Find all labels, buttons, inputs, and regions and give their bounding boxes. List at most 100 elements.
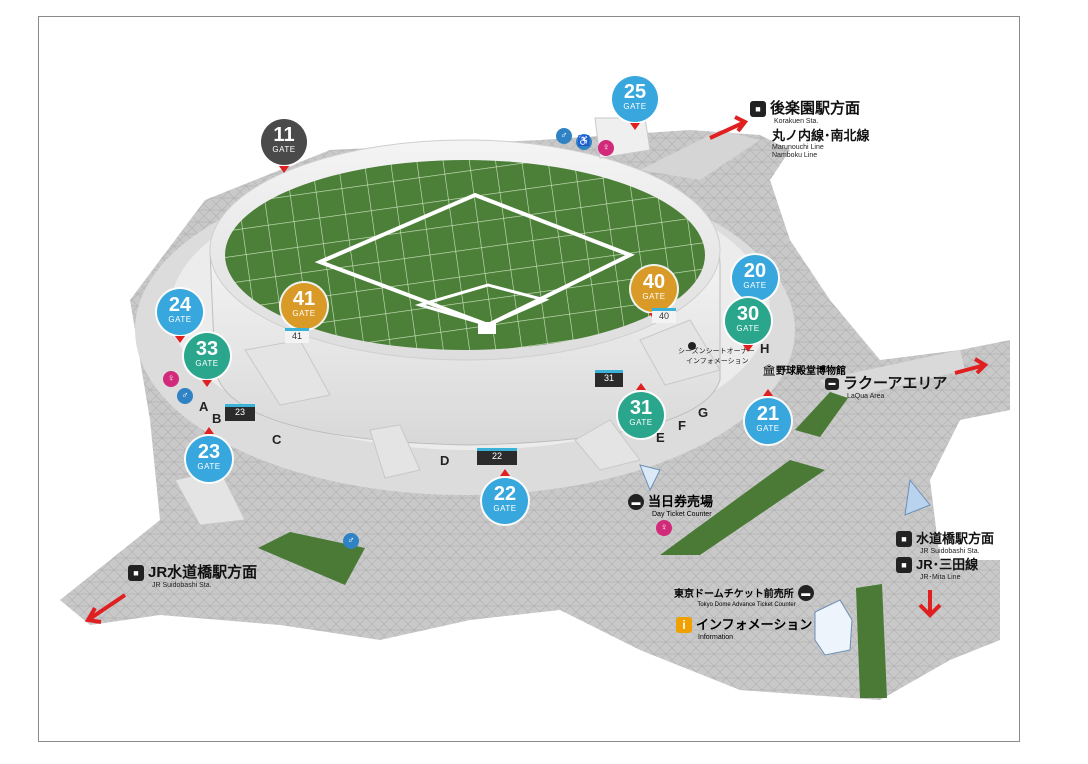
mens-restroom-icon: ♂ <box>177 388 193 404</box>
gate-number: 20 <box>743 260 767 282</box>
info-icon: i <box>676 616 692 633</box>
section-c: C <box>272 432 282 447</box>
gate-label: GATE <box>736 324 760 333</box>
station-marunouchi[interactable]: 丸ノ内線･南北線 Marunouchi Line Namboku Line <box>772 125 870 160</box>
mens-restroom-icon: ♂ <box>343 533 359 549</box>
gate-number: 23 <box>197 441 221 463</box>
station-laqua[interactable]: ▬ラクーアエリア LaQua Area <box>825 372 947 401</box>
crystal-west <box>639 464 661 492</box>
laqua-icon: ▬ <box>825 377 839 390</box>
station-suidobashi[interactable]: ■ 水道橋駅方面 JR Suidobashi Sta. <box>896 528 994 556</box>
station-korakuen[interactable]: ■後楽園駅方面 Korakuen Sta. <box>750 97 860 126</box>
arrow-korakuen <box>709 115 749 140</box>
gate-41[interactable]: 41 GATE <box>281 283 327 337</box>
day-ticket-sub: Day Ticket Counter <box>652 511 712 518</box>
lawn-southwest <box>258 532 365 585</box>
gate-number: 25 <box>623 81 647 103</box>
station-sub: Marunouchi Line <box>772 144 824 151</box>
train-icon: ■ <box>896 530 912 547</box>
gate-label: GATE <box>629 418 653 427</box>
gate-label: GATE <box>292 309 316 318</box>
hall-of-fame-label: 野球殿堂博物館 <box>775 366 846 377</box>
train-icon: ■ <box>896 556 912 573</box>
gate-25[interactable]: 25 GATE <box>612 76 658 130</box>
field-turf <box>225 160 705 350</box>
day-ticket-label: 当日券売場 <box>648 494 714 509</box>
stairs-west <box>244 339 331 406</box>
gate-23[interactable]: 23 GATE <box>186 427 232 482</box>
ticket-icon: ▬ <box>628 493 644 510</box>
museum-icon: 🏛 <box>762 365 776 377</box>
gate-number: 33 <box>195 338 219 360</box>
lawn-east <box>795 392 848 437</box>
gate-number: 22 <box>493 483 517 505</box>
advance-ticket-label: 東京ドームチケット前売所 <box>674 589 794 600</box>
station-sub: Korakuen Sta. <box>774 118 819 125</box>
day-ticket-counter[interactable]: ▬ 当日券売場 Day Ticket Counter <box>628 491 713 518</box>
gate-label: GATE <box>743 281 767 290</box>
gate-31[interactable]: 31 GATE <box>618 383 664 438</box>
plate-41: 41 <box>285 328 309 343</box>
station-name: 後楽園駅方面 <box>770 100 861 117</box>
ticket-booth <box>814 599 853 656</box>
gate-label: GATE <box>197 462 221 471</box>
wheelchair-icon: ♿ <box>576 134 592 150</box>
plate-23: 23 <box>225 404 255 421</box>
lawn-southeast <box>856 584 887 698</box>
section-f: F <box>678 418 686 433</box>
crystal-east <box>904 478 931 516</box>
section-e: E <box>656 430 665 445</box>
hall-of-fame[interactable]: 🏛野球殿堂博物館 <box>762 361 846 379</box>
home-plate <box>478 322 496 334</box>
infield-lines <box>314 192 635 328</box>
section-g: G <box>698 405 709 420</box>
station-name: 丸ノ内線･南北線 <box>772 128 870 143</box>
station-mita[interactable]: ■JR･三田線 JR･Mita Line <box>896 554 978 582</box>
arrow-jr-suidobashi <box>84 593 127 624</box>
ticket-icon: ▬ <box>797 584 814 601</box>
arrow-suidobashi <box>918 590 942 618</box>
station-sub: JR･Mita Line <box>920 574 961 581</box>
advance-ticket-counter[interactable]: 東京ドームチケット前売所▬ Tokyo Dome Advance Ticket … <box>674 584 818 608</box>
walkway-east <box>820 350 965 400</box>
station-sub: JR Suidobashi Sta. <box>920 548 980 555</box>
season-seat-sub: インフォメーション <box>686 358 749 365</box>
plate-40: 40 <box>652 308 676 323</box>
advance-ticket-sub: Tokyo Dome Advance Ticket Counter <box>697 602 796 608</box>
stairs-se <box>574 419 641 471</box>
walkway-north <box>640 130 760 180</box>
station-jr-suidobashi[interactable]: ■JR水道橋駅方面 JR Suidobashi Sta. <box>128 561 257 590</box>
train-icon: ■ <box>128 564 144 581</box>
gate-label: GATE <box>623 102 647 111</box>
gate-label: GATE <box>195 359 219 368</box>
gate-30[interactable]: 30 GATE <box>725 298 771 352</box>
infield-inner <box>414 283 550 327</box>
gate-21[interactable]: 21 GATE <box>745 389 791 444</box>
season-seat-info[interactable]: シーズンシートオーナー インフォメーション <box>678 342 755 366</box>
information-label: インフォメーション <box>696 617 813 632</box>
gate-number: 40 <box>642 271 666 293</box>
womens-restroom-icon: ♀ <box>163 371 179 387</box>
section-d: D <box>440 453 450 468</box>
stairs-sw <box>369 424 421 479</box>
season-seat-label: シーズンシートオーナー <box>678 348 755 355</box>
gate-20[interactable]: 20 GATE <box>732 255 778 309</box>
gate-24[interactable]: 24 GATE <box>157 289 203 343</box>
gate-22[interactable]: 22 GATE <box>482 469 528 524</box>
section-b: B <box>212 411 222 426</box>
station-name: 水道橋駅方面 <box>916 531 995 546</box>
womens-restroom-icon: ♀ <box>598 140 614 156</box>
section-a: A <box>199 399 209 414</box>
gate-11[interactable]: 11 GATE <box>261 119 307 173</box>
gate-40[interactable]: 40 GATE <box>631 266 677 320</box>
gate-33[interactable]: 33 GATE <box>184 333 230 387</box>
gate-label: GATE <box>756 424 780 433</box>
dot-icon <box>688 342 696 350</box>
direction-arrows <box>84 115 989 624</box>
womens-restroom-icon: ♀ <box>656 520 672 536</box>
arrow-laqua <box>954 357 989 375</box>
station-sub: JR Suidobashi Sta. <box>152 582 212 589</box>
gate-number: 11 <box>273 124 295 146</box>
plate-22: 22 <box>477 448 517 465</box>
